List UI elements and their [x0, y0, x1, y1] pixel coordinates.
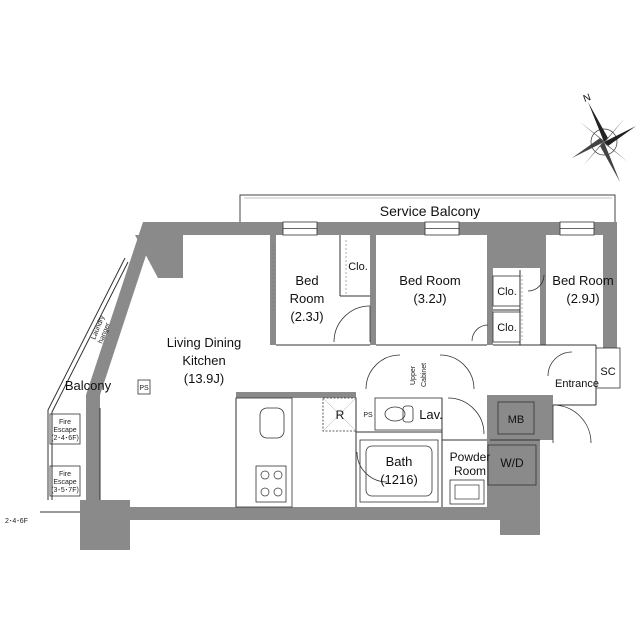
service-balcony-label: Service Balcony: [380, 203, 480, 219]
lav-label: Lav.: [419, 407, 443, 422]
powder-room-name: Powder: [450, 450, 491, 464]
walls: [80, 222, 617, 550]
fire-escape-1-line1: Fire: [59, 419, 71, 426]
compass-icon: N: [572, 92, 636, 182]
wd-label: W/D: [500, 456, 524, 470]
ldk-name2: Kitchen: [182, 353, 225, 368]
lavatory: [374, 397, 443, 431]
bed-room-3-size: (2.9J): [566, 291, 599, 306]
bath-size: (1216): [380, 472, 418, 487]
bed-room-1-name: Bed: [295, 273, 318, 288]
closet-marks: [272, 240, 523, 340]
upper-cabinet-label-1: Upper: [410, 365, 417, 385]
interior-lines: [40, 235, 597, 513]
upper-cabinet-label-2: Cabinet: [421, 363, 428, 387]
ps-balcony-label: PS: [139, 385, 149, 392]
entrance-label: Entrance: [555, 378, 599, 390]
floor-note: 2･4･6F: [5, 518, 28, 525]
ps-lav-label: PS: [363, 412, 373, 419]
north-label: N: [582, 92, 593, 105]
bed-room-3-name: Bed Room: [552, 273, 613, 288]
powder-room-name2: Room: [454, 464, 486, 478]
fire-escape-2-line3: (3･5･7F): [51, 487, 79, 494]
bed-room-2-size: (3.2J): [413, 291, 446, 306]
closet-bed-3b-label: Clo.: [497, 322, 517, 334]
bathtub: [359, 439, 439, 503]
fire-escape-1-line3: (2･4･6F): [51, 435, 79, 442]
fire-escape-1-line2: Escape: [53, 427, 76, 434]
closet-bed-1-label: Clo.: [348, 261, 368, 273]
refrigerator: [322, 397, 357, 432]
closet-bed-3a-label: Clo.: [497, 286, 517, 298]
bed-room-1-size: (2.3J): [290, 309, 323, 324]
ldk-name: Living Dining: [167, 335, 241, 350]
windows: [282, 221, 595, 236]
ldk-size: (13.9J): [184, 371, 224, 386]
service-balcony: [239, 194, 616, 222]
mb-label: MB: [508, 414, 525, 426]
kitchen-counter: [235, 397, 293, 508]
bed-room-1-name2: Room: [290, 291, 325, 306]
fixture-boxes: [49, 275, 621, 497]
fire-escape-2-line2: Escape: [53, 479, 76, 486]
bath-name: Bath: [386, 454, 413, 469]
sc-label: SC: [600, 366, 615, 378]
balcony-label: Balcony: [65, 378, 112, 393]
refrigerator-label: R: [336, 408, 345, 422]
fire-escape-2-line1: Fire: [59, 471, 71, 478]
powder-sink: [449, 479, 485, 505]
bed-room-2-name: Bed Room: [399, 273, 460, 288]
